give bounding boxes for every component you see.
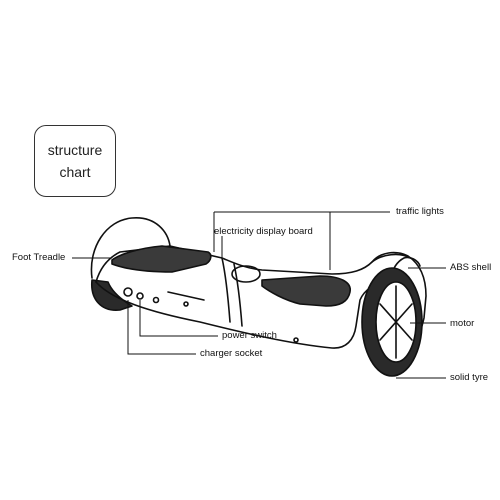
indicator-dot-2 [183,301,189,307]
right-wheel-spokes [379,285,413,359]
title-line-2: chart [59,164,91,180]
title-box: structure chart [34,125,116,197]
title-line-1: structure [47,142,103,158]
label-motor: motor [450,318,475,329]
leader-charger-socket [127,300,196,355]
leader-traffic-lights [213,211,390,270]
right-foot-pad [261,275,351,307]
leader-lines [72,211,446,379]
power-switch-dot [123,287,133,297]
label-abs-shell: ABS shell [450,262,492,273]
center-joint-inner [233,263,243,327]
left-foot-pad [111,245,212,273]
center-ring [231,265,261,283]
indicator-dot-3 [293,337,299,343]
shell-top [169,245,411,275]
left-fender [90,217,171,283]
label-electricity-display-board: electricity display board [214,226,313,237]
indicator-dot-1 [152,296,160,304]
leader-power-switch [139,300,218,337]
label-power-switch: power switch [222,330,277,341]
label-solid-tyre: solid tyre [450,372,489,383]
hoverboard-illustration [90,217,427,377]
label-traffic-lights: traffic lights [396,206,444,217]
label-charger-socket: charger socket [200,348,263,359]
charger-socket-dot [136,292,144,300]
body-seam [167,291,205,301]
label-foot-treadle: Foot Treadle [12,252,66,263]
shell-outline [95,256,421,349]
center-joint [221,257,231,323]
